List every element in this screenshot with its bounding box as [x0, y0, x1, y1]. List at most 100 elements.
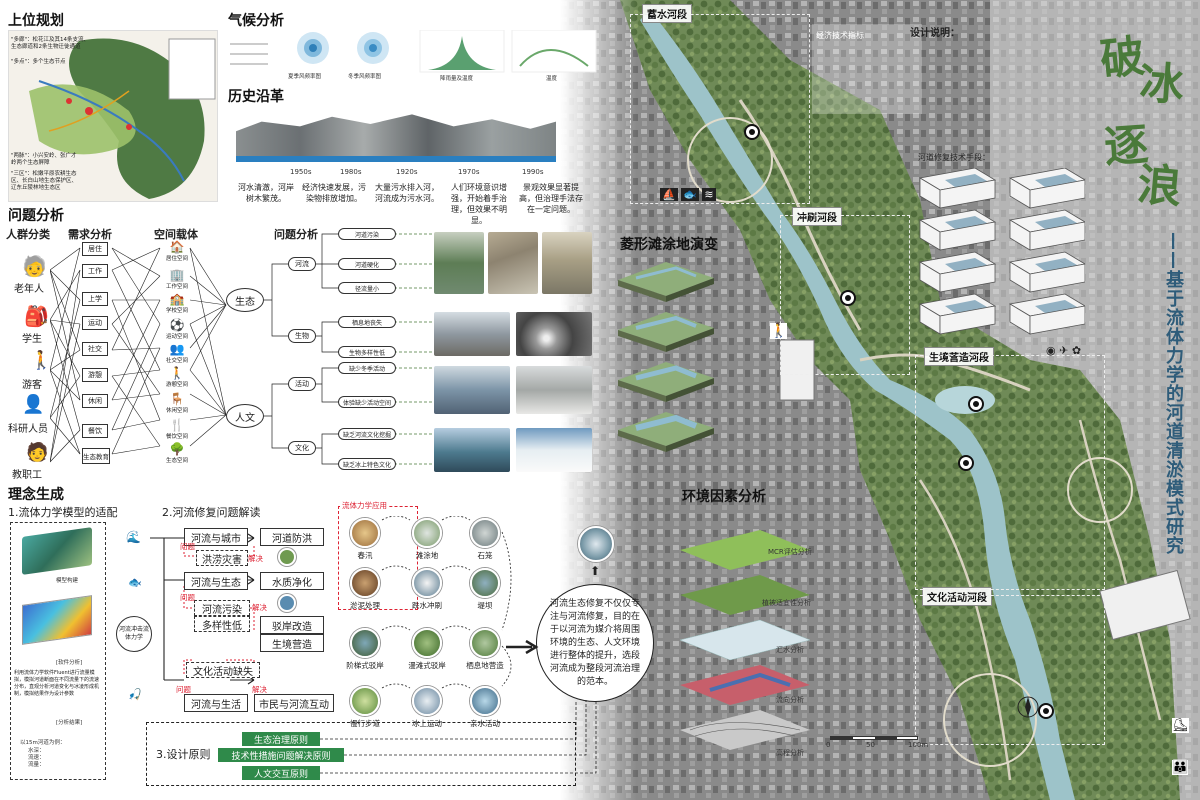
space-item: 🏠居住空间 — [162, 240, 192, 262]
plan-node-marker — [840, 290, 856, 306]
space-label: 生态空间 — [165, 458, 188, 464]
flow-photo-circle — [350, 518, 380, 548]
scale-bar: 0 50 100m — [822, 734, 928, 750]
hiker-icon: 🚶 — [770, 323, 788, 339]
space-item: 🪑休闲空间 — [162, 392, 192, 414]
history-year: 1970s — [458, 168, 480, 176]
bird-icon: ✈ — [1059, 344, 1069, 357]
problem-box: 洪涝灾害 — [196, 550, 248, 566]
econ-title: 经济技术指标 — [816, 31, 864, 40]
history-item: 人们环境意识增强，开始着手治理，但效果不明显。 — [451, 183, 507, 225]
scale-bar-line — [830, 736, 918, 740]
office-icon: 🏢 — [169, 268, 185, 282]
tech-diagrams — [918, 168, 1085, 335]
fish-small-icon: 🐟 — [128, 576, 142, 589]
issue-box: 生物多样性低 — [338, 346, 396, 358]
col-header-people: 人群分类 — [6, 228, 50, 241]
people-label: 教职工 — [12, 470, 42, 481]
model-step-label: [分析结果] — [56, 720, 83, 726]
flow-caption: 石笼 — [477, 551, 493, 560]
solution-box: 水质净化 — [260, 572, 324, 590]
flow-photo-circle — [350, 628, 380, 658]
summary-photo-circle — [578, 526, 614, 562]
walk-icon: 🚶 — [169, 366, 185, 380]
masterplan-drawing — [560, 0, 1200, 800]
flow-caption: 跌水冲刷 — [412, 601, 442, 610]
flow-caption: 慢行步道 — [350, 719, 380, 728]
problem-title: 问题分析 — [8, 208, 64, 224]
sport-icon: ⚽ — [169, 318, 185, 332]
boat-small-icon: 🎣 — [128, 688, 142, 701]
space-label: 游憩空间 — [165, 382, 188, 388]
student-icon: 🎒 — [24, 304, 49, 328]
issue-box: 河道硬化 — [338, 258, 396, 270]
upper-planning-map: "多廊"：松花江及其14条支流、生态廊道和2条生物迁徙通道 "多点"：多个生态节… — [8, 30, 218, 202]
issue-box: 体验缺少活动空间 — [338, 396, 396, 408]
activity-icon-group: ⛵ 🐟 ≋ — [660, 188, 716, 201]
flow-photo-circle — [350, 568, 380, 598]
summary-circle: 河流生态修复不仅仅专注与河流修复，目的在于以河流为媒介将周围环境的生态、人文环境… — [536, 584, 654, 702]
flow-photo-circle — [412, 686, 442, 716]
concept-title: 理念生成 — [8, 487, 64, 503]
house-icon: 🏠 — [169, 240, 185, 254]
section-frame-storage — [630, 14, 810, 204]
design-note-panel: 设计说明： — [910, 24, 1100, 119]
researcher-icon: 👤 — [22, 394, 45, 415]
problem-box: 多样性低 — [194, 616, 250, 632]
problem-tag: 问题 — [180, 593, 195, 602]
scale-mid: 50 — [866, 741, 875, 749]
plan-legend — [858, 498, 918, 688]
section-label-culture: 文化活动河段 — [922, 587, 992, 606]
flow-caption: 漫滩式驳岸 — [408, 661, 446, 670]
climate-label: 冬季风频率图 — [348, 74, 382, 80]
need-box: 上学 — [82, 292, 108, 306]
flow-arrows — [381, 516, 512, 689]
problem-box: 文化活动缺失 — [186, 662, 260, 678]
masterplan — [560, 0, 1200, 800]
issue-box: 径流量小 — [338, 282, 396, 294]
flower-icon: ✿ — [1071, 344, 1082, 357]
people-label: 科研人员 — [8, 424, 48, 435]
history-item: 大量污水排入河，河流成为污水河。 — [375, 183, 439, 203]
problem-box: 河流污染 — [194, 600, 250, 616]
flow-caption: 栖息地营造 — [466, 661, 504, 670]
flow-photo-circle — [470, 628, 500, 658]
flow-caption: 亲水活动 — [470, 719, 500, 728]
col-header-issues: 问题分析 — [274, 228, 318, 241]
model-text: 利用流体力学软件Fluent进行流量模拟，模拟河道断面在不同流量下的流速分布，直… — [14, 670, 100, 697]
title-char-bing: 冰 — [1137, 57, 1186, 112]
planning-note: "三区"：松嫩平原农耕生态区、长白山地生态保护区、辽东丘陵林地生态区 — [11, 171, 78, 191]
people-label: 学生 — [22, 334, 42, 345]
need-box: 工作 — [82, 264, 108, 278]
climate-label: 夏季风频率图 — [288, 74, 322, 80]
title-char-lang: 浪 — [1135, 159, 1184, 214]
solve-tag: 解决 — [252, 603, 267, 612]
solution-box: 生境营造 — [260, 634, 324, 652]
plan-node-marker — [968, 396, 984, 412]
mid-node: 生物 — [288, 329, 316, 343]
space-label: 餐饮空间 — [165, 434, 188, 440]
plan-node-marker — [958, 455, 974, 471]
space-item: ⚽运动空间 — [162, 318, 192, 340]
principles-frame — [146, 722, 576, 786]
solve-tag: 解决 — [248, 554, 263, 563]
issue-box: 缺乏河流文化挖掘 — [338, 428, 396, 440]
environment-layer-label: MCR评估分析 — [768, 548, 812, 556]
space-label: 休闲空间 — [165, 408, 188, 414]
skater-icon: ⛸ — [1172, 718, 1189, 733]
environment-layers — [679, 530, 811, 750]
principle-badge: 人文交互原则 — [242, 766, 320, 780]
fish-icon: 🐟 — [681, 188, 699, 201]
tiny-circle-photo — [278, 594, 296, 612]
history-item: 经济快速发展，污染物排放增加。 — [302, 183, 366, 203]
design-note-title: 设计说明： — [910, 28, 960, 39]
history-item: 景观效果显著提高，但治理手法存在一定问题。 — [519, 183, 583, 214]
principle-badge: 生态治理原则 — [242, 732, 320, 746]
school-icon: 🏫 — [169, 292, 185, 306]
model-result: 以15m河道为例： — [20, 740, 66, 746]
wave-icon: ≋ — [702, 188, 716, 201]
space-label: 工作空间 — [165, 284, 188, 290]
issue-photo — [542, 232, 592, 294]
space-label: 社交空间 — [165, 358, 188, 364]
rhombus-evolution — [618, 262, 714, 452]
